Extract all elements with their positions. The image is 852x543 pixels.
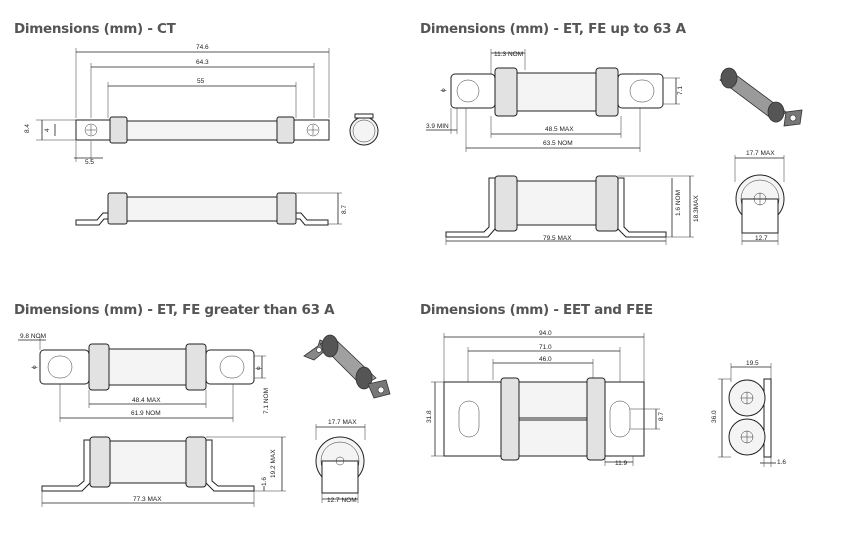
ct-side-right-tag <box>295 212 329 226</box>
et-small-dim-centers-nom: 63.5 NOM <box>543 140 573 147</box>
et-large-dim-height-max: 19.2 MAX <box>270 449 277 478</box>
ct-left-cap <box>109 116 128 144</box>
ct-dim-body-length: 55 <box>197 78 205 85</box>
ct-side-left-tag <box>75 212 109 226</box>
ct-end-view <box>349 116 379 146</box>
eet-dim-centers: 71.0 <box>539 344 552 351</box>
et-large-dim-slot-nom: 7.1 NOM <box>263 388 270 414</box>
et-large-right-tag <box>205 349 255 385</box>
section-title-eet-and-fee: Dimensions (mm) - EET and FEE <box>420 302 653 318</box>
ct-dim-overall-length: 74.6 <box>196 44 209 51</box>
eet-dim-end-width: 19.5 <box>746 360 759 367</box>
eet-right-cap <box>586 377 606 461</box>
et-small-right-cap <box>595 67 619 117</box>
ct-drawing: 74.6 64.3 55 8.4 4 5.5 <box>24 44 379 226</box>
et-small-right-tag <box>617 73 664 109</box>
et-small-iso-image <box>719 67 803 127</box>
eet-dim-tag-thickness: 1.6 <box>777 459 786 466</box>
et-large-side-left-tag <box>41 439 91 492</box>
eet-right-tag <box>604 381 645 457</box>
et-large-dim-overall-max: 77.3 MAX <box>133 496 162 503</box>
eet-dim-end-height: 36.0 <box>711 410 718 423</box>
eet-drawing: 94.0 71.0 46.0 31.8 8.7 11.9 19.5 <box>426 330 786 467</box>
et-small-dim-end-width: 17.7 MAX <box>746 150 775 157</box>
et-large-body <box>108 348 187 386</box>
et-large-right-cap <box>185 343 207 391</box>
ct-dim-hole-diameter: 4 <box>44 128 51 132</box>
et-small-dim-min-edge: 3.9 MIN <box>426 123 449 130</box>
et-small-dim-phi: ϕ <box>440 88 447 92</box>
eet-body-top <box>518 381 588 419</box>
ct-dim-height: 8.7 <box>341 205 348 214</box>
eet-left-tag <box>443 381 502 457</box>
et-large-end-tag <box>321 460 359 494</box>
et-small-dim-end-tag: 12.7 <box>755 235 768 242</box>
et-small-side-body <box>516 180 597 226</box>
et-large-side-left-cap <box>89 436 111 488</box>
et-small-drawing: 11.3 NOM ϕ 7.1 3.9 MIN 48.5 MAX 63.5 NOM <box>426 49 803 245</box>
ct-dim-tag-width: 8.4 <box>24 124 31 133</box>
et-small-dim-slot-width: 7.1 <box>677 86 684 95</box>
et-large-drawing: 9.8 NOM ϕ ϕ 48.4 MAX 61.9 NOM 7.1 NOM 77… <box>18 333 391 507</box>
et-small-dim-tag-thickness: 1.6 NOM <box>675 190 682 216</box>
et-large-dim-tag-thickness: 1.6 <box>261 477 268 486</box>
et-large-dim-end-tag: 12.7 NOM <box>327 497 357 504</box>
eet-end-tag <box>763 378 772 458</box>
et-large-iso-image <box>303 334 391 399</box>
eet-dim-slot: 8.7 <box>658 412 665 421</box>
eet-left-cap <box>500 377 520 461</box>
et-large-left-slot <box>47 355 73 379</box>
eet-dim-tag-offset: 11.9 <box>615 460 628 467</box>
et-small-left-tag <box>450 73 496 109</box>
et-small-right-slot <box>629 79 655 103</box>
ct-dim-hole-offset: 5.5 <box>85 159 94 166</box>
eet-dim-body: 46.0 <box>539 356 552 363</box>
section-title-et-fe-greater-than-63a: Dimensions (mm) - ET, FE greater than 63… <box>14 302 335 318</box>
et-large-right-slot <box>219 355 245 379</box>
et-small-dim-height-max: 18.3MAX <box>693 195 700 222</box>
ct-right-cap <box>276 116 295 144</box>
et-small-body <box>516 72 597 112</box>
et-small-side-left-cap <box>494 175 518 232</box>
et-large-dim-phi: ϕ <box>31 365 38 369</box>
eet-right-slot <box>609 400 631 438</box>
eet-left-slot <box>458 400 480 438</box>
et-large-left-tag <box>39 349 90 385</box>
et-small-side-right-cap <box>595 175 619 232</box>
ct-side-left-cap <box>107 192 128 225</box>
et-small-left-cap <box>494 67 518 117</box>
ct-body <box>126 120 278 141</box>
et-large-side-right-cap <box>185 436 207 488</box>
et-large-dim-body-max: 48.4 MAX <box>132 397 161 404</box>
et-large-dim-centers-nom: 61.9 NOM <box>131 410 161 417</box>
section-title-ct: Dimensions (mm) - CT <box>14 21 176 37</box>
et-small-dim-tag-length: 11.3 NOM <box>494 51 523 58</box>
et-large-left-cap <box>88 343 110 391</box>
et-small-dim-overall-max: 79.5 MAX <box>543 235 572 242</box>
eet-dim-overall: 94.0 <box>539 330 552 337</box>
et-small-left-slot <box>456 79 480 103</box>
et-large-side-right-tag <box>205 439 255 492</box>
et-small-side-right-tag <box>617 177 667 238</box>
eet-body-bottom <box>518 419 588 457</box>
et-small-dim-body-max: 48.5 MAX <box>545 126 574 133</box>
ct-side-right-cap <box>276 192 297 225</box>
svg-text:ϕ: ϕ <box>255 366 262 370</box>
ct-side-body <box>126 196 278 222</box>
section-title-et-fe-up-to-63a: Dimensions (mm) - ET, FE up to 63 A <box>420 21 686 37</box>
et-large-dim-end-width: 17.7 MAX <box>328 419 357 426</box>
ct-right-hole <box>306 123 320 137</box>
et-small-side-left-tag <box>445 177 496 238</box>
et-large-dim-tag-length: 9.8 NOM <box>20 333 46 340</box>
ct-left-hole <box>84 123 98 137</box>
ct-dim-center-distance: 64.3 <box>196 59 209 66</box>
et-large-side-body <box>109 440 187 484</box>
eet-dim-height: 31.8 <box>426 410 433 423</box>
